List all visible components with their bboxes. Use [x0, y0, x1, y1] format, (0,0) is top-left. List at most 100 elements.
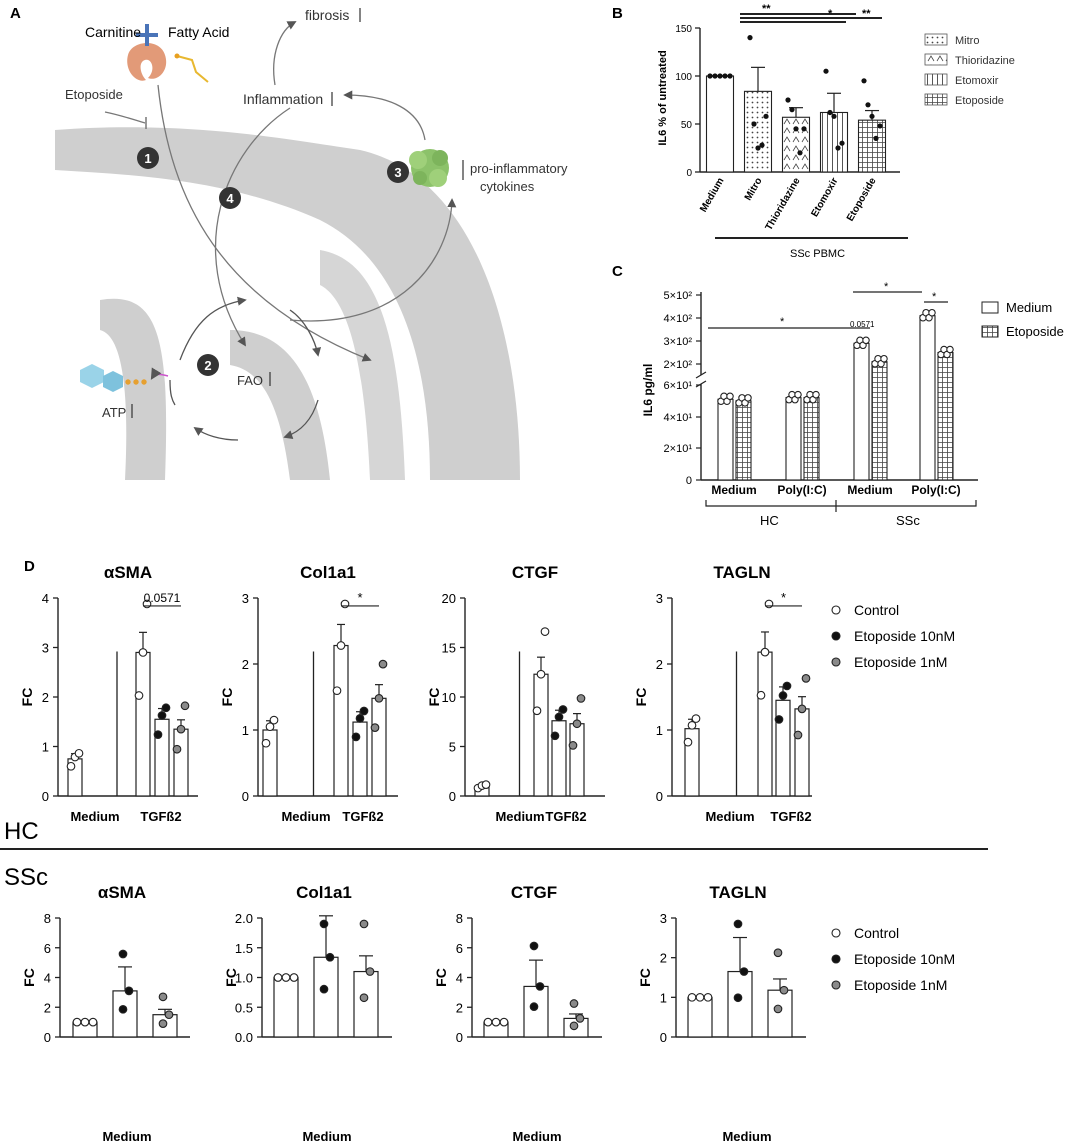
legend-label: Etomoxir [955, 75, 999, 87]
significance-annotation: 0.0571 [144, 591, 181, 605]
x-tick-label: Medium [847, 483, 892, 497]
row-label-ssc: SSc [4, 864, 48, 891]
x-tick-label: Medium [705, 809, 754, 824]
chart-title: CTGF [511, 883, 557, 902]
mitochondrion-shape [55, 127, 520, 481]
data-point [359, 919, 369, 929]
cytokine-cell-icon [409, 149, 449, 187]
bar [273, 976, 299, 1038]
data-point [281, 973, 291, 982]
data-point [756, 690, 766, 700]
diagram-atp-label: ATP [102, 405, 126, 420]
y-tick-label: 6×10¹ [664, 380, 693, 392]
data-point [499, 1017, 509, 1027]
data-point [793, 730, 803, 740]
bar [775, 699, 791, 797]
y-tick-label: 150 [675, 24, 692, 35]
significance-pvalue: 0.0571 [850, 320, 875, 329]
axis-label-y: IL6 pg/ml [641, 364, 655, 417]
legend-marker [831, 954, 841, 964]
significance-star: ** [762, 3, 771, 15]
axis-label-y: IL6 % of untreated [657, 50, 669, 145]
data-point [340, 599, 350, 609]
data-point [158, 992, 168, 1002]
data-point [88, 1017, 98, 1027]
fatty-acid-icon [176, 55, 209, 83]
x-tick-label: Etomoxir [809, 176, 840, 219]
data-point [774, 715, 784, 724]
bar [803, 397, 820, 481]
bar [735, 400, 752, 481]
data-point [751, 121, 757, 127]
significance-star: * [932, 291, 937, 303]
axis-label-y: FC [433, 968, 449, 987]
x-tick-label: TGFß2 [545, 809, 586, 824]
data-point [319, 919, 329, 929]
data-point [812, 390, 820, 399]
row-label-hc: HC [4, 818, 39, 845]
cycle-arrow [283, 399, 319, 440]
data-point [801, 674, 811, 683]
mitochondrion-crista [100, 298, 167, 480]
data-point [269, 715, 279, 725]
y-tick-label: 1 [242, 723, 249, 738]
data-point [862, 336, 870, 345]
data-point [835, 145, 841, 151]
svg-text:2: 2 [204, 358, 211, 373]
panel-c-chart: C IL6 pg/ml 02×10¹4×10¹6×10¹2×10²3×10²4×… [612, 263, 1064, 528]
y-tick-label: 4 [42, 591, 49, 606]
data-point [773, 948, 783, 958]
panel-label-a: A [10, 5, 21, 22]
legend-marker [831, 657, 841, 667]
diagram-carnitine-label: Carnitine [85, 24, 141, 40]
group-label-ssc-pbmc: SSc PBMC [790, 248, 845, 260]
flow-arrow [273, 21, 297, 86]
data-point [536, 669, 546, 679]
data-point [726, 392, 734, 400]
data-point [325, 952, 335, 962]
y-tick-label: 2.0 [235, 911, 253, 926]
y-tick-label: 0 [686, 475, 692, 487]
data-point [861, 78, 867, 84]
data-point [928, 308, 936, 317]
legend-marker [831, 980, 841, 990]
fatty-acid-head-icon [174, 53, 180, 59]
step-4-badge: 4 [219, 187, 241, 209]
y-tick-label: 0 [656, 789, 663, 804]
data-point [691, 714, 701, 723]
data-point [124, 986, 134, 996]
group-bracket-ssc [836, 500, 977, 507]
data-point [164, 1010, 174, 1020]
legend-swatch [924, 33, 948, 46]
data-point [946, 345, 954, 354]
x-tick-label: Medium [512, 1129, 561, 1144]
data-point [755, 145, 761, 151]
flow-arrow [343, 90, 426, 141]
y-tick-label: 6 [44, 941, 51, 956]
chart-title: αSMA [104, 563, 152, 582]
panel-label-c: C [612, 263, 623, 280]
y-tick-label: 5×10² [664, 290, 693, 302]
significance-star: * [828, 8, 833, 20]
y-tick-label: 3 [656, 591, 663, 606]
axis-label-y: FC [219, 688, 235, 707]
data-point [793, 126, 799, 132]
y-tick-label: 0.5 [235, 1000, 253, 1015]
svg-text:3: 3 [394, 165, 401, 180]
data-point [157, 711, 167, 720]
data-point [687, 720, 697, 730]
data-point [134, 691, 144, 700]
data-point [289, 973, 299, 982]
data-point [176, 724, 186, 734]
data-point [351, 732, 361, 742]
y-tick-label: 0 [686, 168, 692, 179]
data-point [481, 780, 491, 789]
y-tick-label: 2×10² [664, 359, 693, 371]
data-point [158, 1019, 168, 1028]
data-point [877, 123, 883, 129]
atp-arrow [150, 367, 169, 380]
